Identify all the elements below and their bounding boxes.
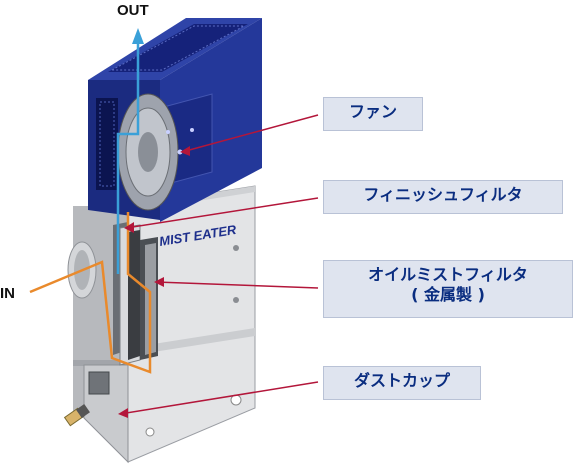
label-oil-mist-filter-line1: オイルミストフィルタ bbox=[368, 265, 528, 284]
airflow-out-arrow bbox=[132, 28, 144, 44]
label-oil-mist-filter-line2: ( 金属製 ) bbox=[411, 285, 485, 304]
drain-fitting bbox=[63, 404, 90, 427]
label-finish-filter: フィニッシュフィルタ bbox=[323, 180, 563, 214]
label-oil-mist-filter: オイルミストフィルタ ( 金属製 ) bbox=[323, 260, 573, 318]
label-dust-cup: ダストカップ bbox=[323, 366, 481, 400]
out-label: OUT bbox=[117, 2, 149, 19]
fan-housing bbox=[88, 18, 262, 222]
leader-arrowheads bbox=[118, 146, 190, 418]
in-label: IN bbox=[0, 285, 15, 302]
airflow-out-path bbox=[116, 40, 140, 274]
airflow-in-path bbox=[29, 212, 152, 374]
leader-lines bbox=[119, 114, 319, 415]
label-fan: ファン bbox=[323, 97, 423, 131]
